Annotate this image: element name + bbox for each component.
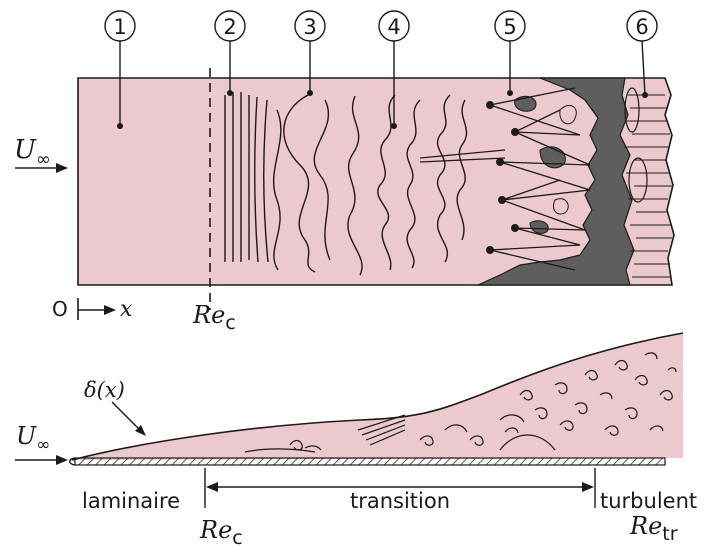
eddy-structures: [244, 352, 677, 453]
freestream-arrow-top-icon: [56, 163, 68, 173]
flat-plate: [74, 457, 666, 466]
transition-arrow-right-icon: [582, 482, 594, 492]
top-plan-view: [77, 68, 675, 310]
transition-label: transition: [350, 489, 450, 513]
stage-marker-3: 3: [303, 15, 316, 39]
turbulent-label: turbulent: [600, 489, 697, 513]
stage-marker-4: 4: [387, 15, 400, 39]
x-axis-arrow-icon: [104, 305, 116, 315]
lambda-vortices: [347, 94, 506, 276]
transition-arrow-left-icon: [206, 482, 218, 492]
x-axis-label: x: [120, 297, 133, 322]
boundary-layer-edge: [71, 332, 684, 461]
freestream-velocity-top: U∞: [14, 135, 51, 170]
critical-reynolds-bottom: Rec: [199, 516, 243, 546]
transition-reynolds-label: Retr: [629, 512, 678, 545]
critical-reynolds-top: Rec: [192, 301, 236, 334]
top-flow-region: [77, 77, 675, 286]
stage-marker-2: 2: [223, 15, 236, 39]
ts-waves: [224, 92, 269, 263]
delta-leader-arrow-icon: [135, 425, 146, 436]
sinuous-waves: [272, 94, 331, 273]
boundary-layer-thickness-label: δ(x): [84, 378, 125, 402]
freestream-arrow-bottom-icon: [56, 455, 68, 465]
stage-marker-6: 6: [635, 15, 648, 39]
boundary-layer-region: [72, 333, 683, 460]
stage-marker-1: 1: [113, 15, 126, 39]
origin-label: O: [52, 297, 68, 321]
stage-markers: [104, 10, 658, 126]
turbulent-hatch-lines: [624, 94, 672, 278]
freestream-velocity-bottom: U∞: [16, 422, 50, 455]
bottom-side-view: δ(x) U∞ laminaire transition turbulent R…: [15, 332, 697, 546]
laminar-label: laminaire: [82, 489, 180, 513]
stage-marker-5: 5: [503, 15, 516, 39]
